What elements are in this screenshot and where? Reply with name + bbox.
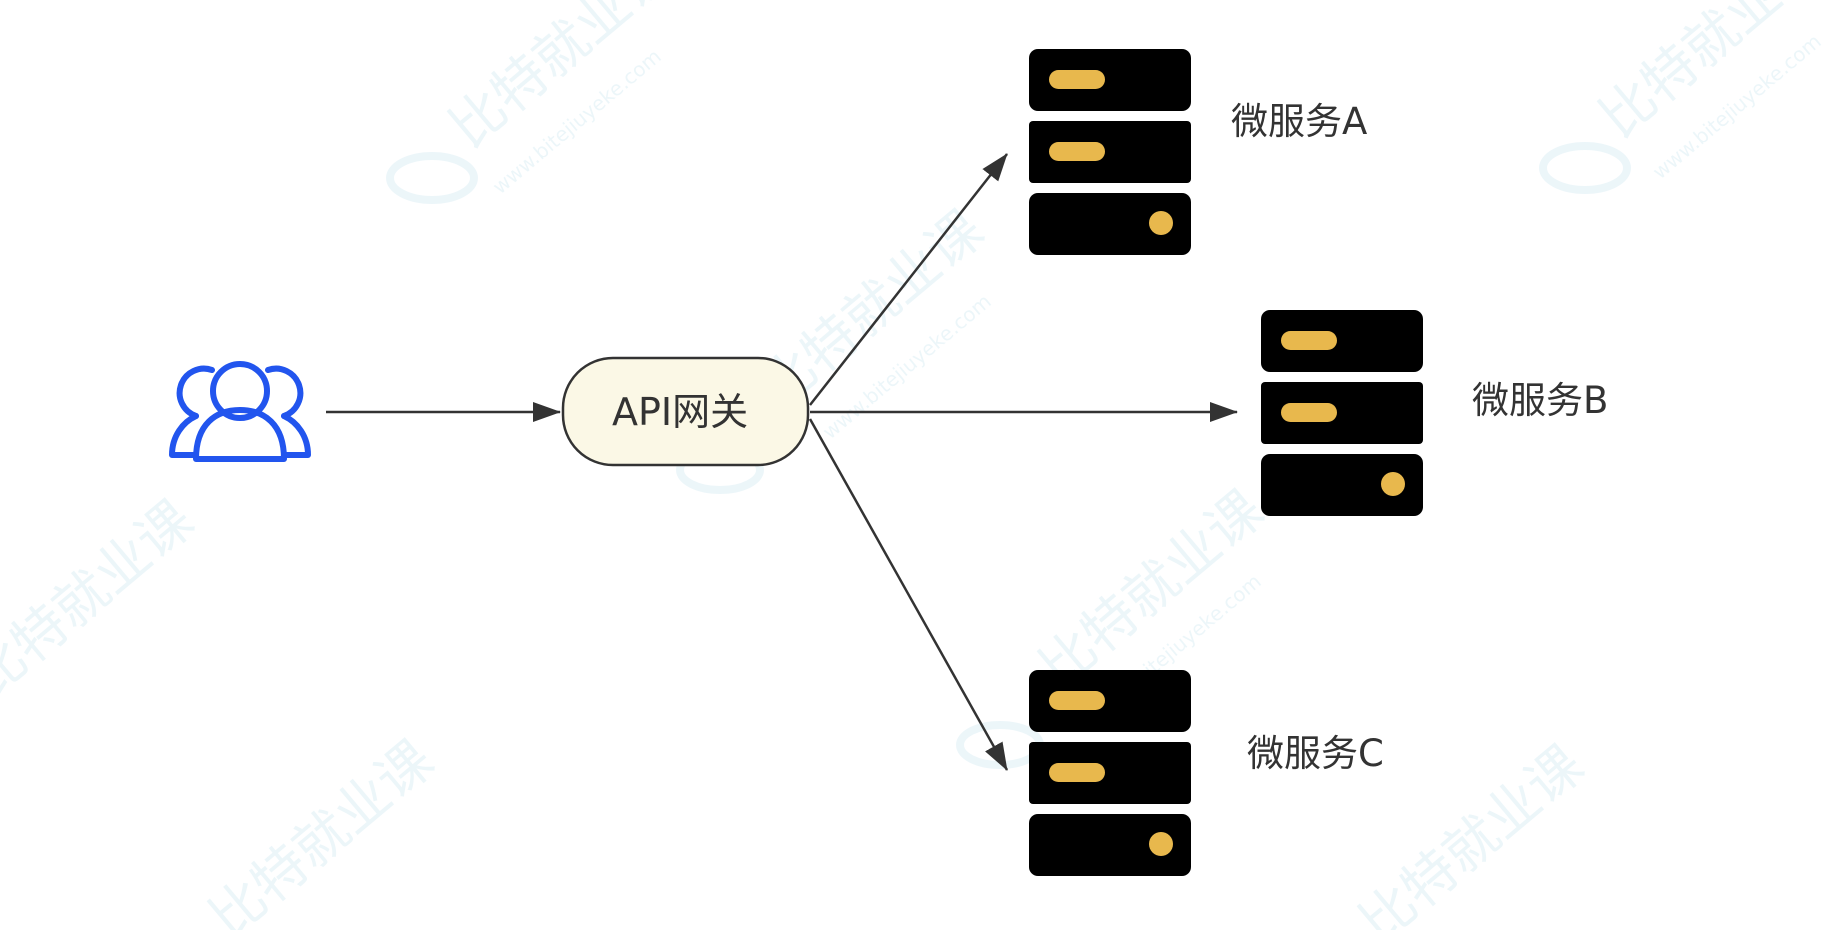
api-gateway-label: API网关 (612, 390, 749, 434)
arrow-gateway-to-service-c (808, 418, 1009, 771)
server-icon-a (1029, 49, 1191, 255)
users-icon (169, 361, 311, 462)
service-b-label: 微服务B (1472, 379, 1609, 422)
service-c-label: 微服务C (1247, 732, 1384, 775)
service-a-label: 微服务A (1231, 100, 1368, 143)
watermark-logo (1539, 142, 1631, 194)
server-icon-c (1029, 670, 1191, 876)
server-icon-b (1261, 310, 1423, 516)
arrow-gateway-to-service-a (809, 153, 1008, 406)
watermark-logo (386, 152, 478, 204)
api-gateway-node (561, 356, 810, 467)
